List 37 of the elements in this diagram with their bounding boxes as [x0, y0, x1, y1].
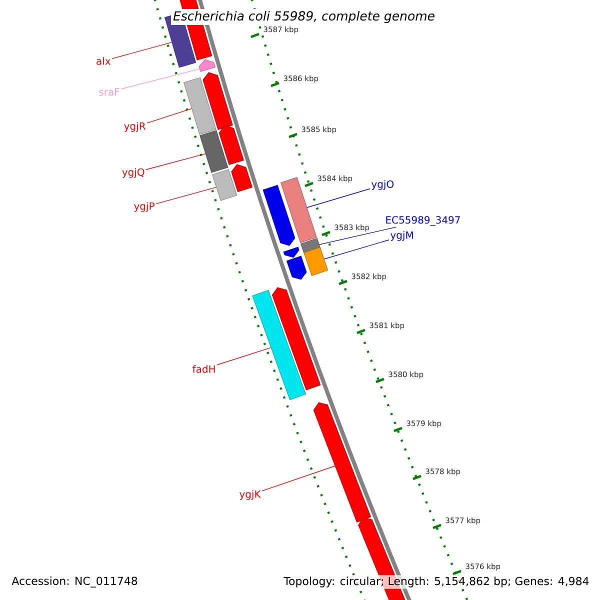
leader-line: [319, 226, 397, 245]
title: Escherichia coli 55989, complete genome: [171, 8, 437, 26]
gene-label: ygjQ: [122, 168, 144, 178]
gene-block: [218, 125, 244, 165]
leader-line: [112, 42, 172, 59]
gene-label: alx: [96, 57, 110, 65]
gene-label: ygjR: [124, 122, 146, 132]
leader-line: [156, 186, 216, 204]
gene-block: [283, 246, 300, 258]
gene-block: [262, 184, 296, 246]
gene-bar: [212, 169, 238, 201]
gene-block: [272, 287, 321, 390]
gene-label: ygjO: [372, 180, 394, 190]
leader-line: [324, 240, 390, 260]
gene-bar: [200, 130, 228, 173]
gene-label: ygjP: [134, 202, 154, 212]
gene-label: fadH: [192, 365, 215, 373]
leader-line: [216, 347, 272, 366]
leader-line: [146, 108, 192, 124]
gene-bar: [304, 247, 328, 276]
gene-block: [198, 59, 216, 72]
leader-line: [146, 153, 206, 170]
gene-bar: [252, 290, 306, 400]
gene-bar: [280, 177, 317, 243]
leader-line: [120, 68, 200, 90]
gene-bar: [184, 77, 216, 135]
gene-block: [313, 402, 372, 522]
gene-label: ygjM: [390, 231, 413, 241]
gene-label: ygjK: [240, 490, 262, 500]
leader-line: [306, 188, 370, 208]
footer-text: Topology: circular; Length: 5,154,862 bp; Genes: 4,984: [282, 575, 591, 589]
leader-line: [262, 466, 336, 492]
gene-block: [231, 164, 252, 192]
gene-block: [202, 72, 233, 130]
gene-label: EC55989_3497: [386, 216, 460, 226]
footer-text: Accession: NC_011748: [10, 575, 140, 589]
gene-label: sraF: [99, 88, 120, 96]
